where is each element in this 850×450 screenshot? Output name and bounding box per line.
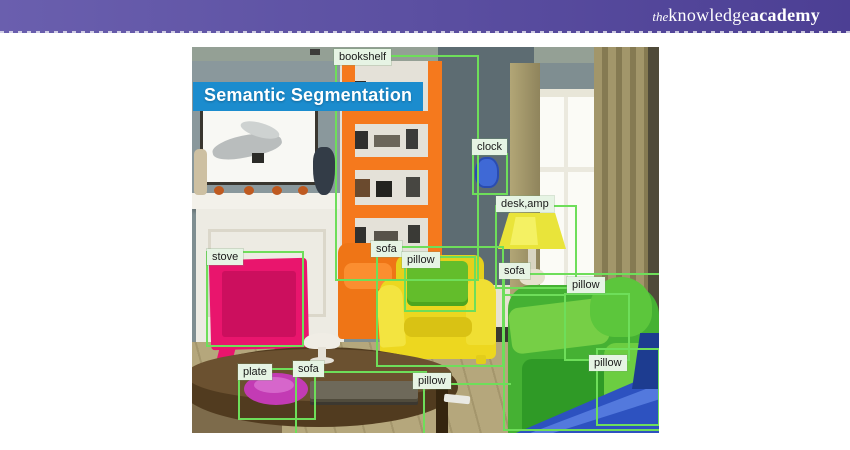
seg-label-plate: plate xyxy=(238,364,272,381)
book-stack xyxy=(310,381,418,399)
seg-label-sofa-bottom: sofa xyxy=(293,361,324,378)
knowledge-academy-logo: theknowledgeacademy xyxy=(652,5,820,26)
bbox-line xyxy=(505,294,565,296)
bbox-line xyxy=(295,371,427,373)
seg-label-sofa-mid: sofa xyxy=(371,241,402,258)
bbox-clock xyxy=(472,153,508,195)
shelf-object xyxy=(408,225,420,243)
bookshelf-mask-shelf xyxy=(342,157,442,170)
compote-stem xyxy=(318,347,326,359)
shelf-object xyxy=(406,177,420,197)
banner-title: Semantic Segmentation xyxy=(193,82,424,111)
segmentation-photo: bookshelf clock desk,amp stove sofa pill… xyxy=(192,47,659,433)
seg-label-pillow-mid: pillow xyxy=(402,252,440,269)
pumpkin xyxy=(272,186,282,195)
vase-dark xyxy=(313,147,335,195)
pumpkin xyxy=(244,186,254,195)
seg-label-pillow-bottom-right: pillow xyxy=(589,355,627,372)
seg-label-desk-lamp: desk,amp xyxy=(496,196,554,213)
bbox-stove xyxy=(206,251,304,347)
bbox-pillow-right-bottom xyxy=(596,348,659,426)
lamp-neck xyxy=(528,249,536,271)
seg-label-pillow-bottom-mid: pillow xyxy=(413,373,451,390)
pumpkin xyxy=(298,186,308,195)
sofa-yellow-arm-right xyxy=(466,279,496,345)
seg-label-clock: clock xyxy=(472,139,508,156)
seg-label-sofa-right: sofa xyxy=(499,263,530,280)
seg-label-pillow-right-top: pillow xyxy=(567,277,605,294)
bbox-sofa-right xyxy=(503,273,659,431)
wall-right-edge xyxy=(648,47,659,391)
bbox-plate xyxy=(238,368,316,420)
header-bar: theknowledgeacademy xyxy=(0,0,850,33)
vase-beige xyxy=(194,149,207,195)
shelf-object xyxy=(374,135,400,147)
seg-label-stove: stove xyxy=(207,249,244,266)
picture-art-dark xyxy=(252,153,264,163)
lamp-shade-highlight xyxy=(510,217,538,245)
logo-academy: academy xyxy=(749,5,820,25)
curtain-right xyxy=(594,47,652,291)
logo-knowledge: knowledge xyxy=(668,5,750,25)
sofa-yellow-seat-shadow xyxy=(404,317,472,337)
window-mullion-v xyxy=(564,97,568,289)
bookshelf-mask-shelf xyxy=(342,205,442,218)
sofa-yellow-foot xyxy=(476,355,486,364)
mantel-shelf xyxy=(192,193,348,209)
stove-mask-inner xyxy=(222,271,296,337)
shelf-object xyxy=(374,231,398,243)
bbox-pillow-yellow xyxy=(404,256,476,312)
window-mullion-h xyxy=(530,167,604,172)
logo-the: the xyxy=(652,9,669,24)
clock-mask xyxy=(475,157,499,188)
bbox-line xyxy=(423,383,425,433)
wall-mark xyxy=(310,49,320,55)
bookshelf-mask-shelf xyxy=(342,111,442,124)
pillow-green-mask xyxy=(407,261,468,306)
bbox-line xyxy=(425,383,511,385)
shelf-object xyxy=(406,129,418,149)
compote-bowl xyxy=(304,333,340,349)
bbox-bookshelf xyxy=(335,55,479,281)
table-leg xyxy=(436,375,448,433)
bbox-line xyxy=(295,371,297,433)
seg-label-bookshelf: bookshelf xyxy=(334,49,392,66)
pumpkin xyxy=(214,186,224,195)
shelf-object xyxy=(376,181,392,197)
plate-highlight xyxy=(254,377,294,393)
compote-foot xyxy=(310,357,334,364)
